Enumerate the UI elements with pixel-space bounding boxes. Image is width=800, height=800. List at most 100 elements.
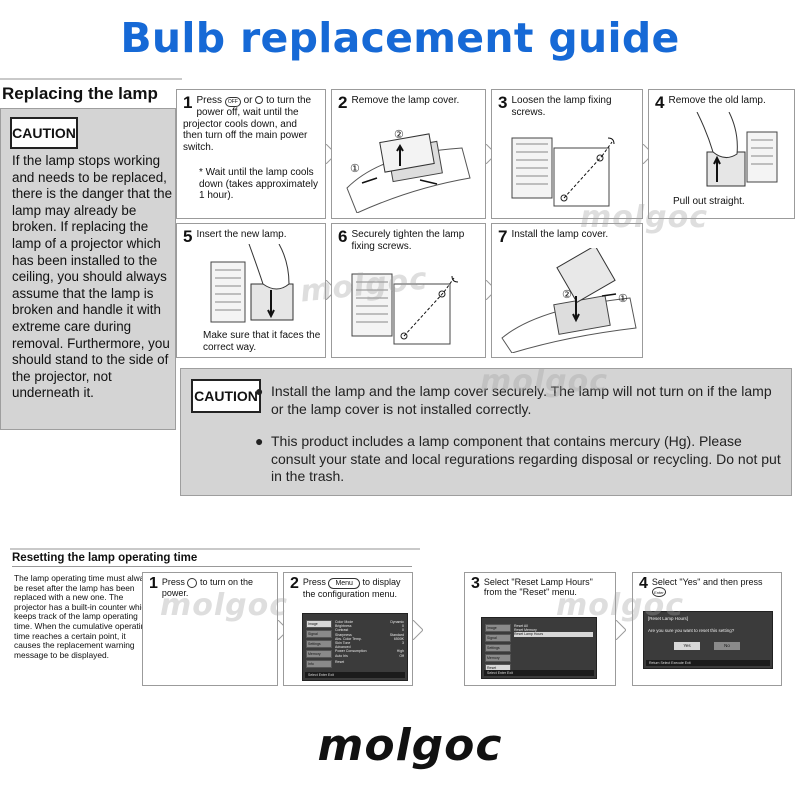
screen-menu-item: Memory — [485, 654, 511, 662]
callout-1: ① — [350, 163, 360, 175]
callout-2: ② — [394, 129, 404, 141]
reset-menu-screen: Image Signal Settings Memory Reset Reset… — [481, 617, 597, 679]
screen-row: Skin Tone 3 — [335, 641, 404, 646]
step-text: to turn the power off, wait until the pr… — [183, 95, 312, 153]
dialog-header: [Reset Lamp Hours] — [648, 616, 689, 621]
step-caption: Make sure that it faces the correct way. — [203, 330, 321, 353]
screen-hint-bar: Select Enter Exit — [305, 672, 405, 678]
reset-step-2-card: 2 Press Menu to display the configuratio… — [283, 572, 413, 686]
section-underline — [12, 566, 412, 567]
screen-row: Sharpness Standard — [335, 632, 404, 637]
page-title: Bulb replacement guide — [120, 14, 680, 62]
watermark: molgoc — [480, 364, 609, 399]
step-number: 2 — [338, 93, 348, 112]
step-number: 5 — [183, 227, 193, 246]
power-off-key-icon: OFF — [224, 97, 241, 107]
step-2-card: 2 Remove the lamp cover. ② ① — [331, 89, 486, 219]
step-text: Loosen the lamp fixing screws. — [511, 95, 612, 118]
caution-text: If the lamp stops working and needs to b… — [12, 153, 173, 401]
screen-menu-item: Signal — [485, 634, 511, 642]
step-1-card: 1 Press OFF or to turn the power off, wa… — [176, 89, 326, 219]
step-caption: Pull out straight. — [673, 196, 745, 207]
step-3-card: 3 Loosen the lamp fixing screws. — [491, 89, 643, 219]
screen-menu-item: Info — [306, 660, 332, 668]
section-divider — [10, 548, 420, 550]
step-text: Press — [302, 577, 326, 587]
install-lamp-cover-illustration — [498, 248, 638, 353]
screen-hint-bar: Select Enter Exit — [484, 670, 594, 676]
step-text: Remove the lamp cover. — [351, 95, 460, 106]
reset-step-4-card: 4 Select "Yes" and then press Enter [Res… — [632, 572, 782, 686]
brand-logo-text: molgoc — [318, 720, 503, 771]
step-text: Install the lamp cover. — [511, 229, 609, 240]
screen-menu-item: Image — [485, 624, 511, 632]
remove-lamp-hand-illustration — [667, 112, 785, 192]
step-number: 3 — [498, 93, 508, 112]
screen-row: Power Consumption High — [335, 649, 404, 654]
caution-bullet-text: This product includes a lamp component t… — [271, 433, 781, 484]
screen-rows: Color Mode Dynamic Brightness 0 Contrast… — [335, 620, 404, 664]
screen-row: Contrast 0 — [335, 628, 404, 633]
dialog-no-button: No — [714, 642, 740, 650]
step-text: Insert the new lamp. — [196, 229, 287, 240]
brand-logo: molgoc — [300, 718, 520, 772]
power-button-icon — [187, 577, 198, 588]
step-text: to display the configuration menu. — [302, 577, 401, 599]
screen-row: Color Mode Dynamic — [335, 620, 404, 624]
screen-row: Advanced — [335, 645, 351, 650]
step-text: Press — [196, 95, 223, 106]
chevron-right-icon — [616, 620, 626, 640]
step-note: * Wait until the lamp cools down (takes … — [199, 167, 318, 201]
step-number: 1 — [183, 93, 193, 112]
caution-label: CAUTION — [10, 117, 78, 149]
section-heading: Resetting the lamp operating time — [12, 552, 198, 564]
step-number: 1 — [149, 575, 158, 592]
step-text: Press — [161, 577, 185, 587]
reset-description: The lamp operating time must always be r… — [14, 573, 153, 660]
screen-menu-list: Image Signal Settings Memory Reset — [485, 624, 511, 674]
chevron-right-icon — [413, 620, 423, 640]
tighten-screws-illustration — [346, 260, 474, 352]
enter-key-icon: Enter — [651, 587, 666, 598]
screen-row-selected: Reset Lamp Hours — [514, 632, 593, 637]
caution-bullet-text: Install the lamp and the lamp cover secu… — [271, 383, 772, 417]
step-number: 2 — [290, 575, 299, 592]
step-4-card: 4 Remove the old lamp. Pull out straight… — [648, 89, 795, 219]
watermark: molgoc — [556, 588, 685, 623]
insert-lamp-hand-illustration — [207, 244, 307, 326]
step-number: 7 — [498, 227, 508, 246]
step-6-card: 6 Securely tighten the lamp fixing screw… — [331, 223, 486, 358]
dialog-question: Are you sure you want to reset this sett… — [648, 628, 735, 633]
step-number: 4 — [655, 93, 665, 112]
caution-bullet: ● Install the lamp and the lamp cover se… — [255, 383, 781, 418]
menu-key-icon: Menu — [328, 578, 360, 589]
watermark: molgoc — [580, 200, 709, 235]
step-number: 4 — [639, 575, 648, 592]
step-text: to turn on the power. — [161, 577, 253, 598]
dialog-yes-button: Yes — [674, 642, 700, 650]
step-number: 3 — [471, 575, 480, 592]
screen-menu-list: Image Signal Settings Memory Info — [306, 620, 332, 670]
screen-row: Reset Memory — [514, 628, 537, 633]
screen-rows: Reset All Reset Memory Reset Lamp Hours — [514, 624, 593, 637]
step-text: Select "Reset Lamp Hours" from the "Rese… — [483, 577, 593, 598]
screen-menu-item: Settings — [306, 640, 332, 648]
bullet-icon: ● — [255, 383, 264, 399]
config-menu-screen: Image Signal Settings Memory Info Color … — [302, 613, 408, 681]
caution-panel — [0, 108, 176, 430]
caution-label: CAUTION — [191, 379, 261, 413]
screen-row: Reset — [335, 659, 345, 664]
section-divider — [0, 78, 182, 80]
caution-box: CAUTION ● Install the lamp and the lamp … — [180, 368, 792, 496]
step-number: 6 — [338, 227, 348, 246]
callout-1: ① — [618, 293, 628, 305]
screen-menu-item: Settings — [485, 644, 511, 652]
step-text: Remove the old lamp. — [668, 95, 766, 106]
screen-row: Reset All — [514, 624, 528, 628]
step-7-card: 7 Install the lamp cover. ② ① — [491, 223, 643, 358]
screen-menu-item: Signal — [306, 630, 332, 638]
caution-bullet: ● This product includes a lamp component… — [255, 433, 781, 486]
reset-step-3-card: 3 Select "Reset Lamp Hours" from the "Re… — [464, 572, 616, 686]
power-button-icon — [255, 96, 264, 105]
screen-menu-item: Image — [306, 620, 332, 628]
